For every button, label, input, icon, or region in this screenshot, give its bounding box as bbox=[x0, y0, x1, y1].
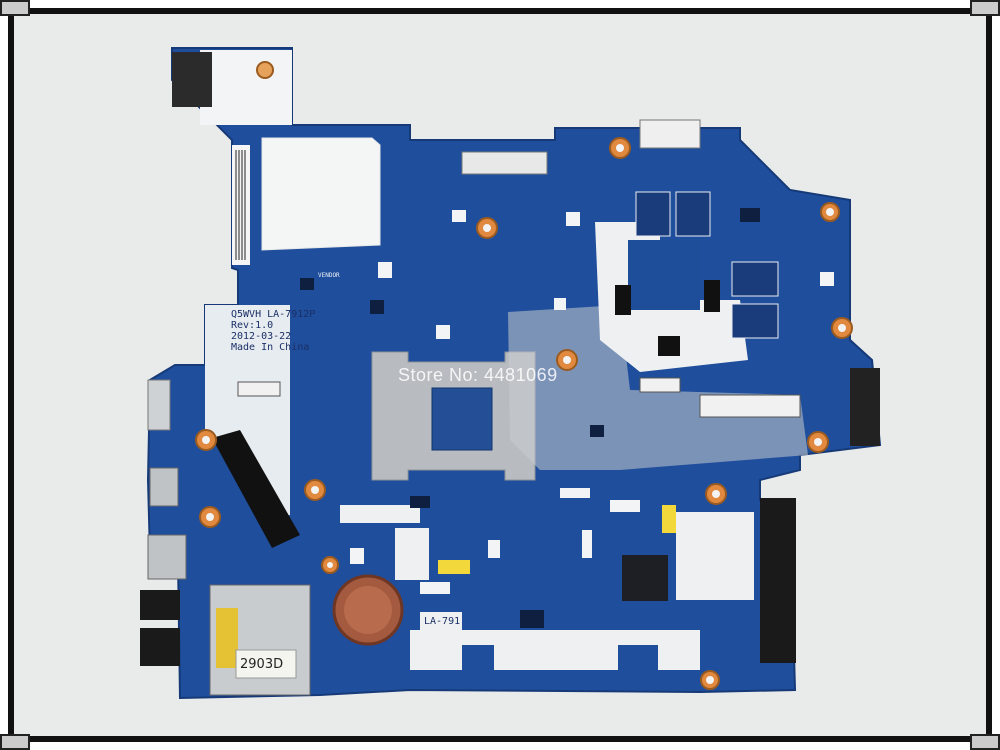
frame-corner-top-left bbox=[0, 0, 30, 16]
frame-corner-bottom-left bbox=[0, 734, 30, 750]
card-reader-slot bbox=[216, 608, 238, 668]
yellow-tape-2 bbox=[662, 505, 676, 533]
frame-corner-bottom-right bbox=[970, 734, 1000, 750]
mount-hole-top bbox=[256, 61, 274, 79]
bottom-button-area-2 bbox=[618, 645, 658, 673]
bottom-button-area-1 bbox=[462, 645, 494, 673]
black-tape bbox=[212, 430, 300, 548]
memory-chip-4 bbox=[731, 303, 779, 339]
hole-centers bbox=[202, 144, 846, 684]
audio-jack-1 bbox=[140, 590, 180, 620]
cpu-die bbox=[431, 387, 493, 451]
hdmi-port bbox=[149, 467, 179, 507]
lan-port bbox=[172, 52, 212, 107]
bottom-silk-2 bbox=[340, 505, 420, 523]
fpc-connector-3 bbox=[639, 377, 681, 393]
black-chip-2 bbox=[704, 280, 720, 312]
board-cutout bbox=[261, 137, 381, 251]
top-connector-2 bbox=[639, 119, 701, 149]
silk-strip-left bbox=[205, 305, 290, 520]
controller-chip bbox=[622, 555, 668, 601]
vendor-text: VENDOR bbox=[318, 272, 340, 279]
board-revision-text: Rev:1.0 bbox=[231, 320, 274, 331]
memory-chip-1 bbox=[635, 191, 671, 237]
barcode bbox=[235, 150, 246, 260]
top-connector-1 bbox=[461, 151, 548, 175]
bottom-silk-3 bbox=[395, 528, 429, 580]
board-origin-text: Made In China bbox=[231, 342, 310, 353]
frame-corner-top-right bbox=[970, 0, 1000, 16]
store-watermark: Store No: 4481069 bbox=[398, 365, 558, 385]
silkscreen-label: LA-791 bbox=[424, 616, 461, 627]
audio-jack-2 bbox=[140, 628, 180, 666]
lan-silk-area bbox=[200, 50, 292, 125]
board-date-text: 2012-03-22 bbox=[231, 331, 292, 342]
memory-chip-3 bbox=[731, 261, 779, 297]
fpc-connector-2 bbox=[237, 381, 281, 397]
black-chip-3 bbox=[658, 336, 680, 356]
yellow-tape-1 bbox=[438, 560, 470, 574]
card-sticker bbox=[235, 649, 297, 679]
pch-chip bbox=[628, 240, 700, 310]
vga-port bbox=[147, 379, 171, 431]
right-silk-block bbox=[676, 512, 754, 600]
sata-connector bbox=[760, 498, 796, 663]
barcode-label bbox=[232, 145, 250, 265]
card-sticker-text: 2903D bbox=[240, 657, 284, 672]
memory-chip-2 bbox=[675, 191, 711, 237]
small-components bbox=[350, 210, 834, 594]
fpc-connector-1 bbox=[699, 394, 801, 418]
protective-film bbox=[508, 305, 808, 470]
board-model-text: Q5WVH LA-7912P bbox=[231, 309, 316, 320]
label-box bbox=[420, 612, 462, 630]
right-connector bbox=[850, 368, 880, 446]
cmos-battery-face bbox=[344, 586, 392, 634]
ic-components bbox=[300, 208, 760, 628]
black-chip-1 bbox=[615, 285, 631, 315]
usb-port bbox=[147, 534, 187, 580]
